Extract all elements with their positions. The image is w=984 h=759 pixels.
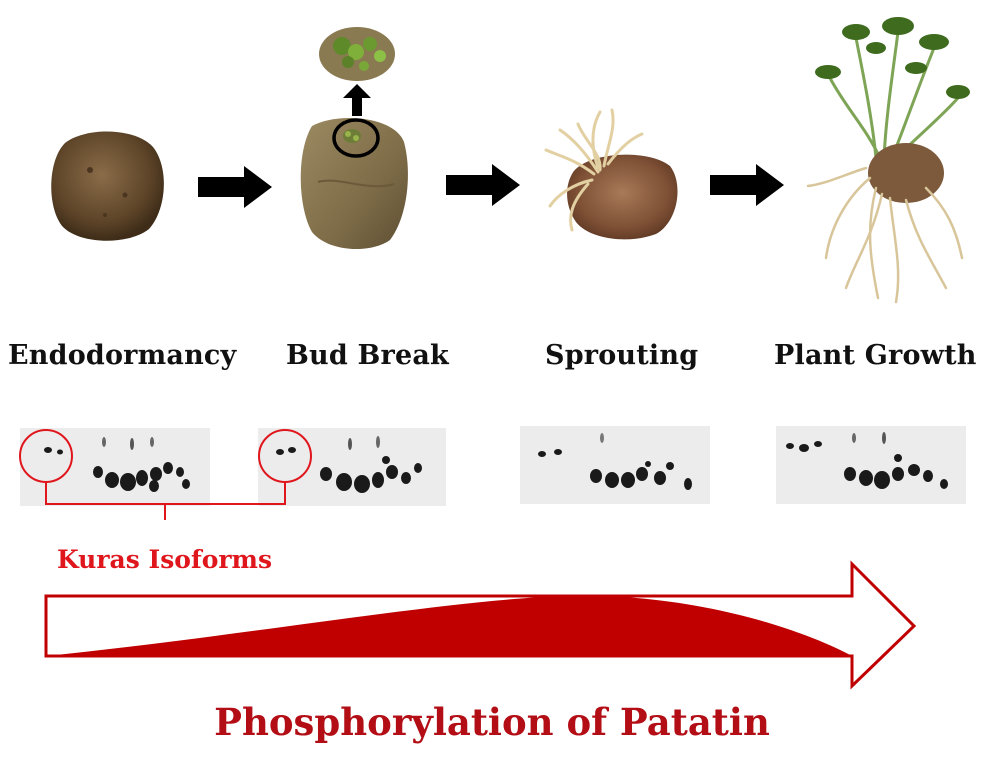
stage-label-bud-break: Bud Break [286, 340, 449, 371]
bud-highlight-circle-icon [332, 118, 380, 158]
zoom-up-arrow-icon [343, 84, 371, 116]
phosphorylation-trend-arrow [44, 560, 917, 690]
phosphorylation-title: Phosphorylation of Patatin [214, 700, 770, 744]
gel-blot-bud-break [258, 428, 446, 506]
dormant-potato-tuber-icon [51, 131, 164, 241]
flow-arrow-icon [446, 164, 520, 206]
sprouting-tuber-icon [544, 108, 678, 240]
gel-blot-endodormancy [20, 428, 210, 506]
kuras-isoforms-label: Kuras Isoforms [57, 545, 273, 574]
gel-blot-sprouting [520, 426, 710, 504]
flow-arrow-icon [710, 164, 784, 206]
stage-label-endodormancy: Endodormancy [8, 340, 237, 371]
stage-label-plant-growth: Plant Growth [774, 340, 977, 371]
growing-plant-icon [806, 17, 970, 304]
bud-break-tuber-icon [300, 118, 408, 250]
flow-arrow-icon [198, 166, 272, 208]
stage-label-sprouting: Sprouting [545, 340, 699, 371]
gel-blot-plant-growth [776, 426, 966, 504]
bud-closeup-icon [319, 27, 395, 81]
kuras-isoform-bracket [19, 429, 312, 520]
